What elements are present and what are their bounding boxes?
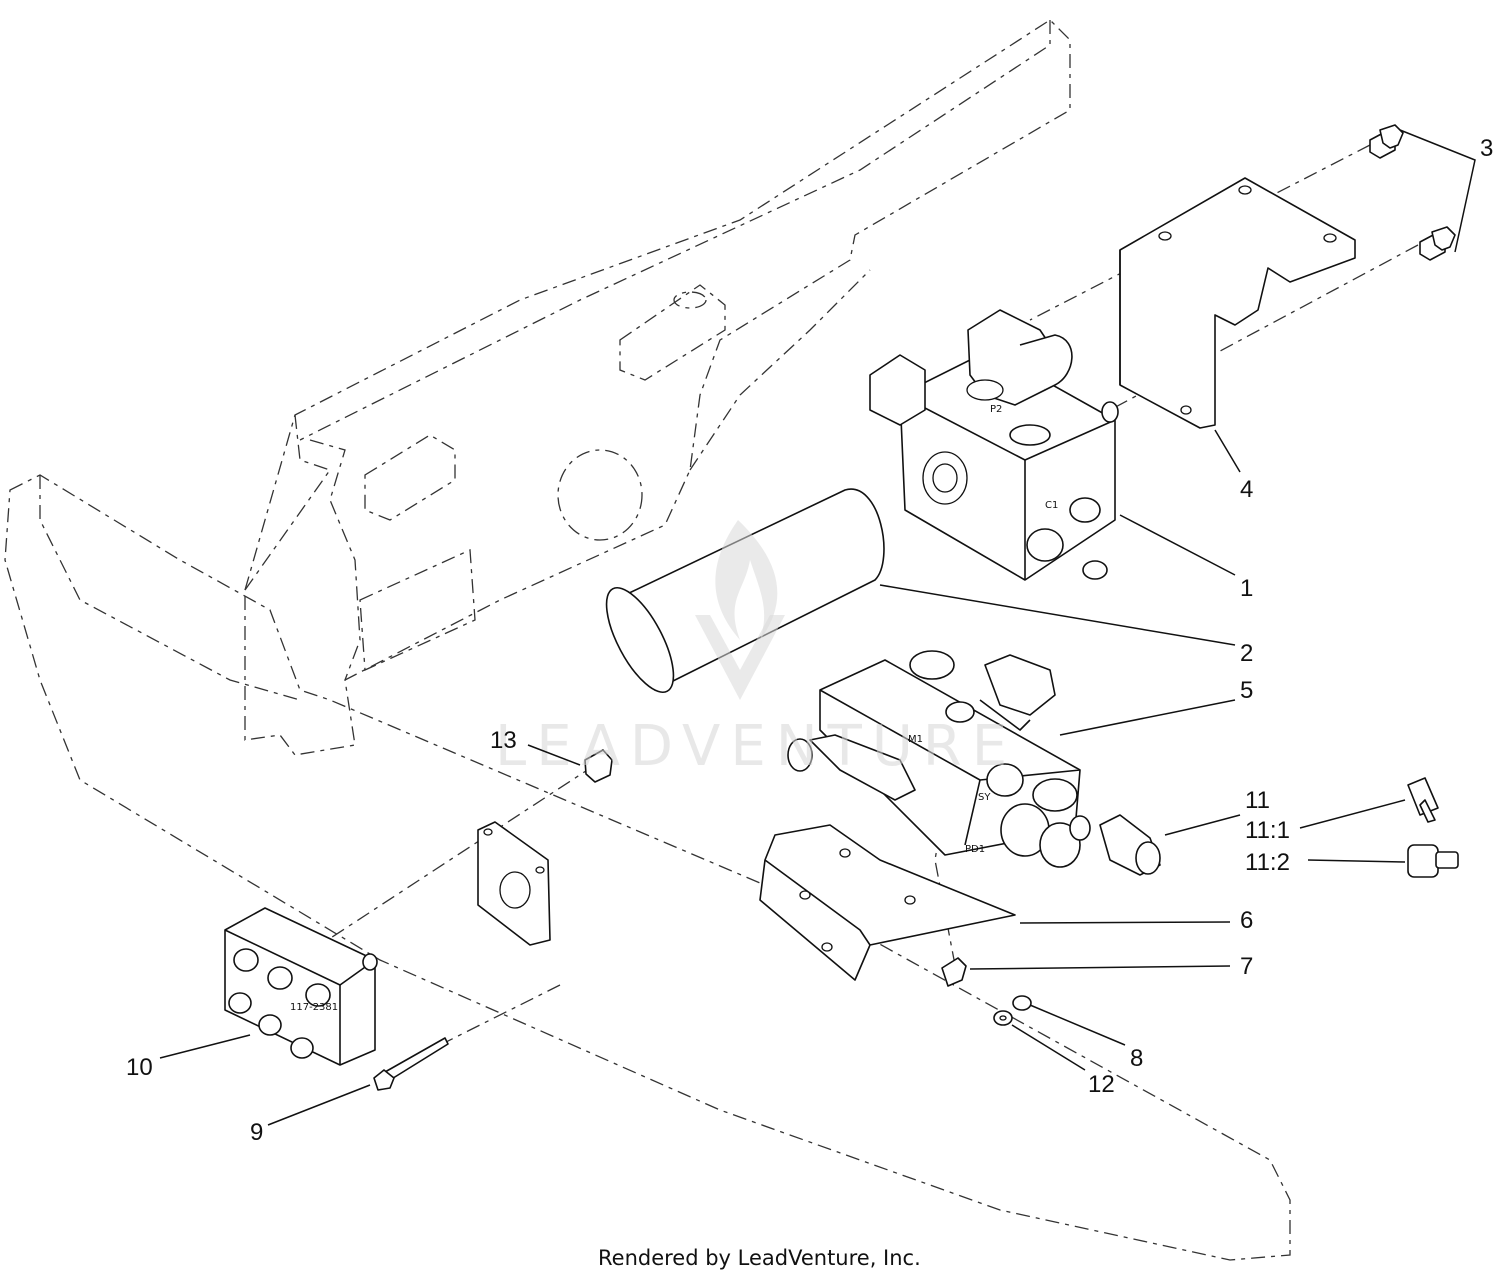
socket-part-11-2 bbox=[1407, 844, 1459, 878]
marking-part-number: 117-2381 bbox=[290, 1002, 338, 1013]
watermark-text: LEADVENTURE bbox=[495, 714, 1017, 779]
lower-bracket-part-6 bbox=[759, 824, 1016, 981]
capscrew-part-3-lower bbox=[1419, 226, 1456, 261]
screw-part-7 bbox=[941, 957, 967, 987]
callout-12: 12 bbox=[1088, 1071, 1115, 1098]
capscrew-part-3-upper bbox=[1369, 124, 1404, 159]
callout-11-2: 11:2 bbox=[1245, 849, 1290, 876]
valve-block-part-5: M1 PD1 SY bbox=[787, 650, 1091, 868]
callout-2: 2 bbox=[1240, 640, 1253, 667]
callout-1: 1 bbox=[1240, 575, 1253, 602]
marking-p2: P2 bbox=[990, 404, 1002, 415]
callout-3: 3 bbox=[1480, 135, 1493, 162]
fuse-part-11-1 bbox=[1407, 777, 1439, 823]
filter-part-2 bbox=[605, 488, 885, 694]
mounting-plate bbox=[477, 821, 551, 946]
marking-sy: SY bbox=[978, 792, 991, 803]
callout-9: 9 bbox=[250, 1119, 263, 1146]
frame-phantom bbox=[4, 19, 1291, 1261]
callout-11: 11 bbox=[1245, 787, 1270, 814]
callout-labels: 3 4 1 2 5 11 11:1 11:2 6 7 8 12 13 10 9 bbox=[126, 135, 1493, 1146]
bolt-part-9 bbox=[373, 1037, 449, 1091]
callout-13: 13 bbox=[490, 727, 517, 754]
watermark-logo: LEADVENTURE bbox=[495, 520, 1017, 779]
callout-10: 10 bbox=[126, 1054, 153, 1081]
callout-5: 5 bbox=[1240, 677, 1253, 704]
marking-c1: C1 bbox=[1045, 500, 1058, 511]
callout-6: 6 bbox=[1240, 907, 1253, 934]
callout-7: 7 bbox=[1240, 953, 1253, 980]
upper-bracket-part-4 bbox=[1119, 177, 1356, 429]
capscrew-part-13 bbox=[584, 749, 613, 783]
leader-lines bbox=[159, 129, 1476, 1126]
marking-m1: M1 bbox=[908, 734, 923, 745]
nut-part-8 bbox=[1012, 995, 1032, 1011]
connector-part-11 bbox=[1099, 814, 1161, 876]
washer-part-12 bbox=[993, 1010, 1013, 1026]
footer-credit: Rendered by LeadVenture, Inc. bbox=[598, 1246, 921, 1270]
callout-8: 8 bbox=[1130, 1045, 1143, 1072]
callout-4: 4 bbox=[1240, 476, 1253, 503]
marking-pd1: PD1 bbox=[965, 844, 985, 855]
valve-block-part-1: P2 C1 bbox=[869, 309, 1119, 581]
callout-11-1: 11:1 bbox=[1245, 817, 1290, 844]
manifold-part-10: 117-2381 bbox=[224, 907, 378, 1066]
